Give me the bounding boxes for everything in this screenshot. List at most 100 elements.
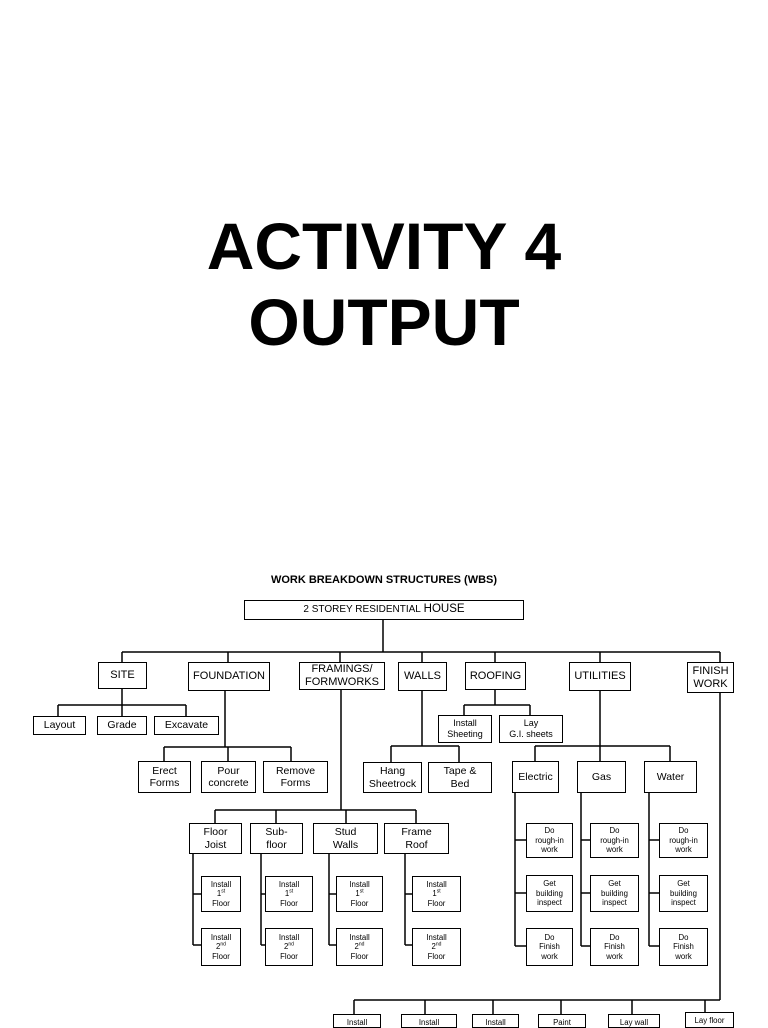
task-line-3: work <box>541 845 558 855</box>
node-excavate-label: Excavate <box>164 719 209 732</box>
task-line-1: Get <box>608 879 621 889</box>
task-line-1: Do <box>609 826 620 836</box>
node-framings: FRAMINGS/ FORMWORKS <box>299 662 385 690</box>
node-walls-label: WALLS <box>404 670 441 683</box>
task-floor-ordinal: 1st <box>432 889 440 898</box>
node-pour-concrete: Pour concrete <box>201 761 256 793</box>
ordinal-suffix: nd <box>220 941 226 948</box>
task-install-label: Install <box>210 879 232 889</box>
root-label-big: HOUSE <box>423 603 465 616</box>
node-floor-joist-line-2: Joist <box>204 838 227 851</box>
node-lay-gi-sheets-line-1: Lay <box>523 718 539 729</box>
task-floor-joist-install-2nd-floor: Install 2nd Floor <box>201 928 241 966</box>
node-gas-label: Gas <box>591 770 612 783</box>
node-install-sheeting: Install Sheeting <box>438 715 492 743</box>
task-line-3: work <box>541 951 558 961</box>
node-lay-gi-sheets: Lay G.I. sheets <box>499 715 563 743</box>
task-line-3: work <box>606 951 623 961</box>
slide-title-line-2: OUTPUT <box>248 285 520 359</box>
node-tape-bed: Tape & Bed <box>428 762 492 793</box>
node-finish-lay-floor: Lay floor <box>685 1012 734 1028</box>
ordinal-suffix: st <box>289 888 294 895</box>
task-install-label: Install <box>349 932 370 942</box>
node-sub-floor-line-2: floor <box>266 838 287 851</box>
node-pour-concrete-line-2: concrete <box>208 777 249 789</box>
task-line-3: inspect <box>602 898 627 908</box>
task-line-3: work <box>675 951 692 961</box>
task-install-label: Install <box>210 932 232 942</box>
node-electric-label: Electric <box>518 770 553 783</box>
node-gas: Gas <box>577 761 626 793</box>
wbs-root-node: 2 STOREY RESIDENTIAL HOUSE <box>244 600 524 620</box>
task-install-label: Install <box>426 879 447 889</box>
node-utilities: UTILITIES <box>569 662 631 691</box>
ordinal-suffix: st <box>359 888 364 895</box>
task-line-3: work <box>675 845 692 855</box>
node-site: SITE <box>98 662 147 689</box>
task-floor-ordinal: 2nd <box>216 942 226 951</box>
task-install-label: Install <box>278 932 300 942</box>
node-floor-joist-line-1: Floor <box>203 826 228 839</box>
ordinal-number: 1 <box>284 889 290 899</box>
node-walls: WALLS <box>398 662 447 691</box>
node-frame-roof-line-1: Frame <box>401 826 432 839</box>
task-floor-ordinal: 2nd <box>355 942 365 951</box>
task-line-3: work <box>606 845 623 855</box>
task-floor-ordinal: 1st <box>355 889 363 898</box>
root-label-small: 2 STOREY RESIDENTIAL <box>303 604 421 616</box>
node-finish-install-3: Install <box>472 1014 519 1028</box>
task-install-label: Install <box>349 879 370 889</box>
node-remove-forms-line-2: Forms <box>280 777 311 789</box>
node-roofing-label: ROOFING <box>469 669 522 682</box>
ordinal-number: 1 <box>432 889 437 899</box>
task-frame-roof-install-2nd-floor: Install 2nd Floor <box>412 928 461 966</box>
task-floor-label: Floor <box>212 898 230 908</box>
node-erect-forms-line-1: Erect <box>152 764 177 777</box>
ordinal-suffix: nd <box>435 941 442 948</box>
node-layout: Layout <box>33 716 86 735</box>
task-line-1: Do <box>544 932 555 942</box>
node-erect-forms-line-2: Forms <box>149 777 180 789</box>
task-install-label: Install <box>426 932 447 942</box>
ordinal-number: 2 <box>354 942 359 952</box>
node-layout-label: Layout <box>43 719 76 732</box>
task-line-1: Do <box>609 932 620 942</box>
node-hang-sheetrock-line-2: Sheetrock <box>368 777 417 790</box>
node-finish-install-1: Install <box>333 1014 381 1028</box>
node-hang-sheetrock: Hang Sheetrock <box>363 762 422 793</box>
task-line-1: Get <box>543 879 556 889</box>
node-site-label: SITE <box>110 669 135 682</box>
node-water-label: Water <box>656 770 685 783</box>
task-line-2: rough-in <box>535 835 564 845</box>
node-install-sheeting-line-2: Sheeting <box>447 729 483 739</box>
node-frame-roof-line-2: Roof <box>405 838 428 851</box>
node-tape-bed-line-2: Bed <box>450 777 470 790</box>
node-stud-walls: Stud Walls <box>313 823 378 854</box>
node-framings-line-1: FRAMINGS/ <box>311 663 373 676</box>
node-excavate: Excavate <box>154 716 219 735</box>
node-hang-sheetrock-line-1: Hang <box>379 765 406 778</box>
task-floor-label: Floor <box>427 898 446 908</box>
node-roofing: ROOFING <box>465 662 526 690</box>
node-finish-install-3-label: Install <box>485 1018 506 1027</box>
task-line-2: building <box>670 888 697 898</box>
task-line-2: Finish <box>673 942 694 952</box>
node-finish-work-line-1: FINISH <box>692 664 729 677</box>
node-tape-bed-line-1: Tape & <box>443 765 477 778</box>
task-floor-ordinal: 1st <box>285 889 293 898</box>
task-line-2: rough-in <box>669 835 698 845</box>
node-finish-lay-wall-label: Lay wall <box>619 1018 649 1027</box>
node-finish-install-2: Install <box>401 1014 457 1028</box>
task-floor-joist-install-1st-floor: Install 1st Floor <box>201 876 241 912</box>
ordinal-suffix: nd <box>288 941 294 948</box>
node-electric: Electric <box>512 761 559 793</box>
ordinal-suffix: st <box>436 888 441 895</box>
ordinal-number: 1 <box>355 889 360 899</box>
